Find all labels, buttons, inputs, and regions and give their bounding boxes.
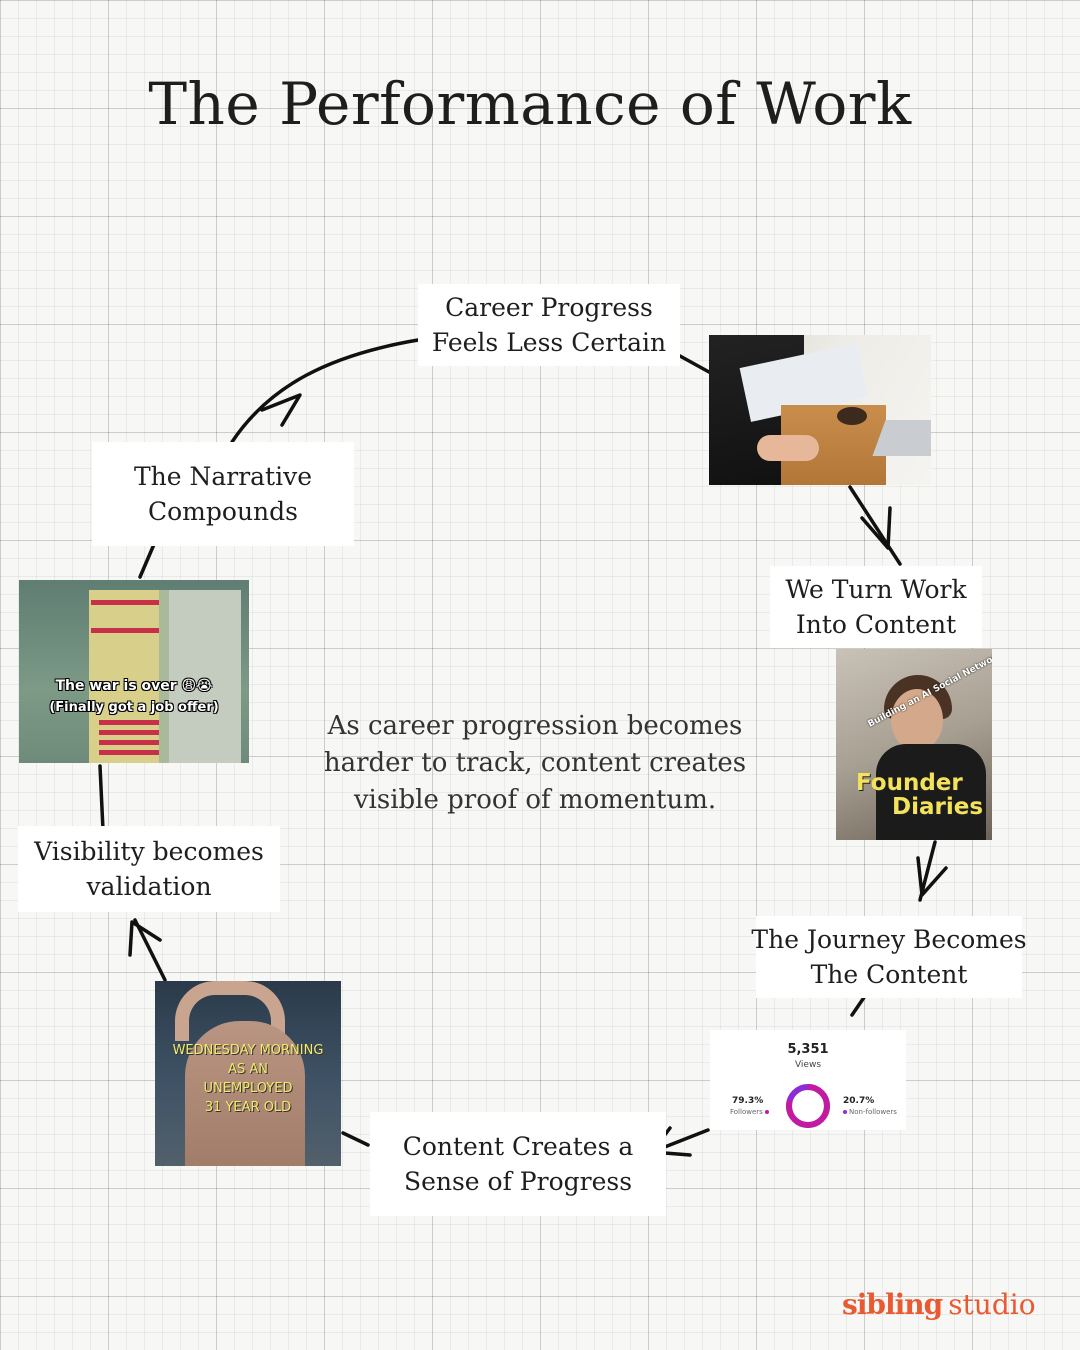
arrowhead-office-to-content — [860, 506, 892, 550]
nonfollowers-percent: 20.7% — [843, 1096, 875, 1106]
views-label: Views — [794, 1060, 822, 1070]
caption-line: 31 YEAR OLD — [204, 1100, 292, 1115]
views-stats-card: 5,351 Views 79.3% Followers 20.7% Non-fo… — [710, 1030, 906, 1130]
step-sense-of-progress: Content Creates a Sense of Progress — [370, 1112, 666, 1216]
step-journey-becomes-content: The Journey Becomes The Content — [751, 916, 1027, 998]
views-donut — [786, 1084, 830, 1128]
arrow-journey-to-card — [850, 994, 867, 1017]
step-line: Feels Less Certain — [431, 328, 667, 357]
photo-shape — [99, 740, 159, 745]
arrow-visibility-to-sheet — [98, 764, 105, 832]
arrow-narrative-to-career — [230, 338, 420, 444]
step-line: Career Progress — [445, 293, 653, 322]
step-line: The Journey Becomes — [751, 925, 1027, 954]
photo-shape — [876, 744, 986, 840]
photo-shape — [159, 590, 169, 763]
step-narrative-compounds: The Narrative Compounds — [92, 442, 354, 546]
photo-shape — [757, 435, 819, 461]
arrowhead-wed-to-visibility — [128, 920, 162, 957]
caption-line: AS AN — [228, 1062, 268, 1077]
followers-label: Followers — [730, 1108, 769, 1116]
step-visibility-validation: Visibility becomes validation — [18, 826, 280, 912]
step-line: Into Content — [795, 610, 957, 639]
photo-shape — [89, 590, 159, 763]
photo-shape — [837, 407, 867, 425]
sheet-caption: The war is over 😩😭 — [55, 678, 213, 694]
step-line: The Narrative — [133, 462, 313, 491]
step-line: validation — [86, 872, 212, 901]
step-line: The Content — [810, 960, 968, 989]
nonfollowers-dot — [843, 1110, 847, 1114]
step-line: Visibility becomes — [34, 837, 264, 866]
founder-title: Founder Diaries — [856, 771, 992, 819]
step-line: We Turn Work — [785, 575, 967, 604]
arrowhead-narrative-to-career — [260, 393, 302, 427]
step-work-into-content: We Turn Work Into Content — [770, 566, 982, 648]
followers-dot — [764, 1110, 769, 1114]
arrow-career-to-office — [678, 354, 711, 374]
nonfollowers-label: Non-followers — [843, 1108, 897, 1116]
photo-shape — [91, 600, 159, 605]
wednesday-caption: WEDNESDAY MORNING AS AN UNEMPLOYED 31 YE… — [155, 1041, 341, 1117]
photo-shape — [891, 689, 943, 751]
step-line: Sense of Progress — [403, 1167, 633, 1196]
step-line: Compounds — [148, 497, 298, 526]
arrow-office-to-content — [848, 485, 902, 566]
views-count: 5,351 — [787, 1042, 829, 1057]
photo-shape — [99, 750, 159, 755]
followers-percent: 79.3% — [732, 1096, 764, 1106]
arrow-wed-to-visibility — [133, 918, 167, 982]
wednesday-morning-photo: WEDNESDAY MORNING AS AN UNEMPLOYED 31 YE… — [155, 981, 341, 1166]
founder-title-line: Founder — [856, 770, 963, 796]
job-spreadsheet-photo: The war is over 😩😭 (Finally got a job of… — [19, 580, 249, 763]
step-career-progress: Career Progress Feels Less Certain — [418, 284, 680, 366]
followers-label-text: Followers — [730, 1108, 763, 1116]
sheet-caption: (Finally got a job offer) — [49, 700, 219, 715]
center-explanation: As career progression becomes harder to … — [323, 711, 747, 815]
caption-line: UNEMPLOYED — [203, 1081, 293, 1096]
photo-shape — [99, 730, 159, 735]
founder-title-line: Diaries — [892, 794, 984, 820]
photo-shape — [175, 981, 285, 1041]
office-box-photo — [709, 335, 931, 485]
photo-shape — [91, 628, 159, 633]
nonfollowers-label-text: Non-followers — [849, 1108, 897, 1116]
arrow-progress-to-wed — [341, 1131, 370, 1147]
photo-shape — [185, 1021, 305, 1166]
diagram-title: The Performance of Work — [148, 70, 912, 138]
founder-diaries-photo: Building an AI Social Network Founder Di… — [836, 649, 992, 840]
arrowhead-founder-to-journey — [916, 856, 948, 897]
photo-shape — [169, 590, 241, 763]
arrow-sheet-to-narrative — [138, 540, 157, 579]
step-line: Content Creates a — [402, 1132, 634, 1161]
brand-name-light: studio — [948, 1288, 1036, 1321]
brand-name-bold: sibling — [842, 1288, 943, 1321]
photo-shape — [99, 720, 159, 725]
donut-followers-arc — [786, 1084, 830, 1128]
caption-line: WEDNESDAY MORNING — [172, 1043, 324, 1058]
